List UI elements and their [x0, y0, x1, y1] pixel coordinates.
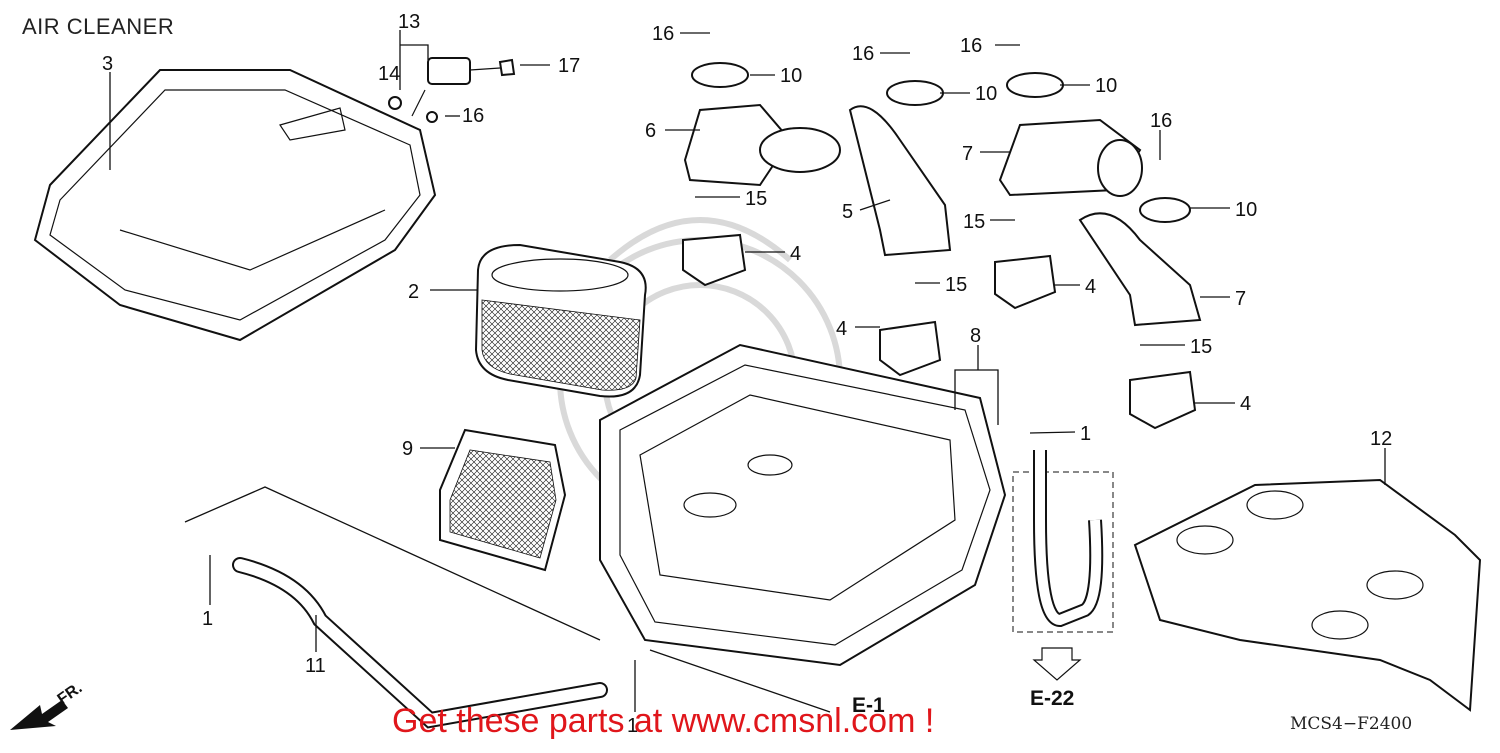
callout-17: 17: [558, 55, 580, 77]
callout-10-d: 10: [1235, 199, 1257, 221]
callout-15-d: 15: [1190, 336, 1212, 358]
callout-16-a: 16: [462, 105, 484, 127]
part-sensor: [388, 57, 516, 123]
callout-15-a: 15: [745, 188, 767, 210]
callout-6: 6: [645, 120, 656, 142]
promo-link-text[interactable]: Get these parts at www.cmsnl.com !: [392, 702, 935, 740]
callout-15-c: 15: [945, 274, 967, 296]
callout-1-b: 1: [202, 608, 213, 630]
callout-numbers: 3 13 14 17 16 2 16 10 6 15 4 16 10 16 10…: [102, 11, 1392, 737]
leader-lines: [109, 30, 1386, 713]
callout-10-b: 10: [975, 83, 997, 105]
part-air-cleaner-cover: [33, 69, 437, 342]
callout-7-a: 7: [962, 143, 973, 165]
callout-1-a: 1: [1080, 423, 1091, 445]
part-adapter: [439, 428, 567, 572]
diagram-code: MCS4−F2400: [1290, 714, 1413, 734]
part-drain-tube: [232, 557, 608, 729]
callout-16-c: 16: [852, 43, 874, 65]
callout-14: 14: [378, 63, 400, 85]
callout-8: 8: [970, 325, 981, 347]
ref-e22: E-22: [1030, 687, 1074, 710]
callout-11: 11: [305, 655, 326, 677]
part-clamps: [691, 62, 1191, 223]
callout-16-b: 16: [652, 23, 674, 45]
callout-2: 2: [408, 281, 419, 303]
callout-4-a: 4: [790, 243, 801, 265]
callout-15-b: 15: [963, 211, 985, 233]
part-air-cleaner-case: [599, 343, 1007, 667]
callout-9: 9: [402, 438, 413, 460]
callout-10-a: 10: [780, 65, 802, 87]
callout-10-c: 10: [1095, 75, 1117, 97]
callout-12: 12: [1370, 428, 1392, 450]
callout-16-e: 16: [1150, 110, 1172, 132]
callout-13: 13: [398, 11, 420, 33]
part-intake-funnels: [683, 103, 1202, 327]
callout-4-d: 4: [1240, 393, 1251, 415]
part-mounts: [682, 233, 1197, 430]
part-filter-element: [474, 243, 647, 398]
callout-7-b: 7: [1235, 288, 1246, 310]
callout-1-c: 1: [627, 715, 638, 737]
callout-4-b: 4: [1085, 276, 1096, 298]
ref-e1: E-1: [852, 694, 885, 717]
part-heat-shield: [1133, 478, 1482, 712]
callout-3: 3: [102, 53, 113, 75]
diagram-title: AIR CLEANER: [22, 14, 175, 39]
front-direction-arrow: FR.: [10, 680, 85, 730]
callout-4-c: 4: [836, 318, 847, 340]
callout-16-d: 16: [960, 35, 982, 57]
callout-5: 5: [842, 201, 853, 223]
e22-tube-group: [1012, 450, 1114, 681]
